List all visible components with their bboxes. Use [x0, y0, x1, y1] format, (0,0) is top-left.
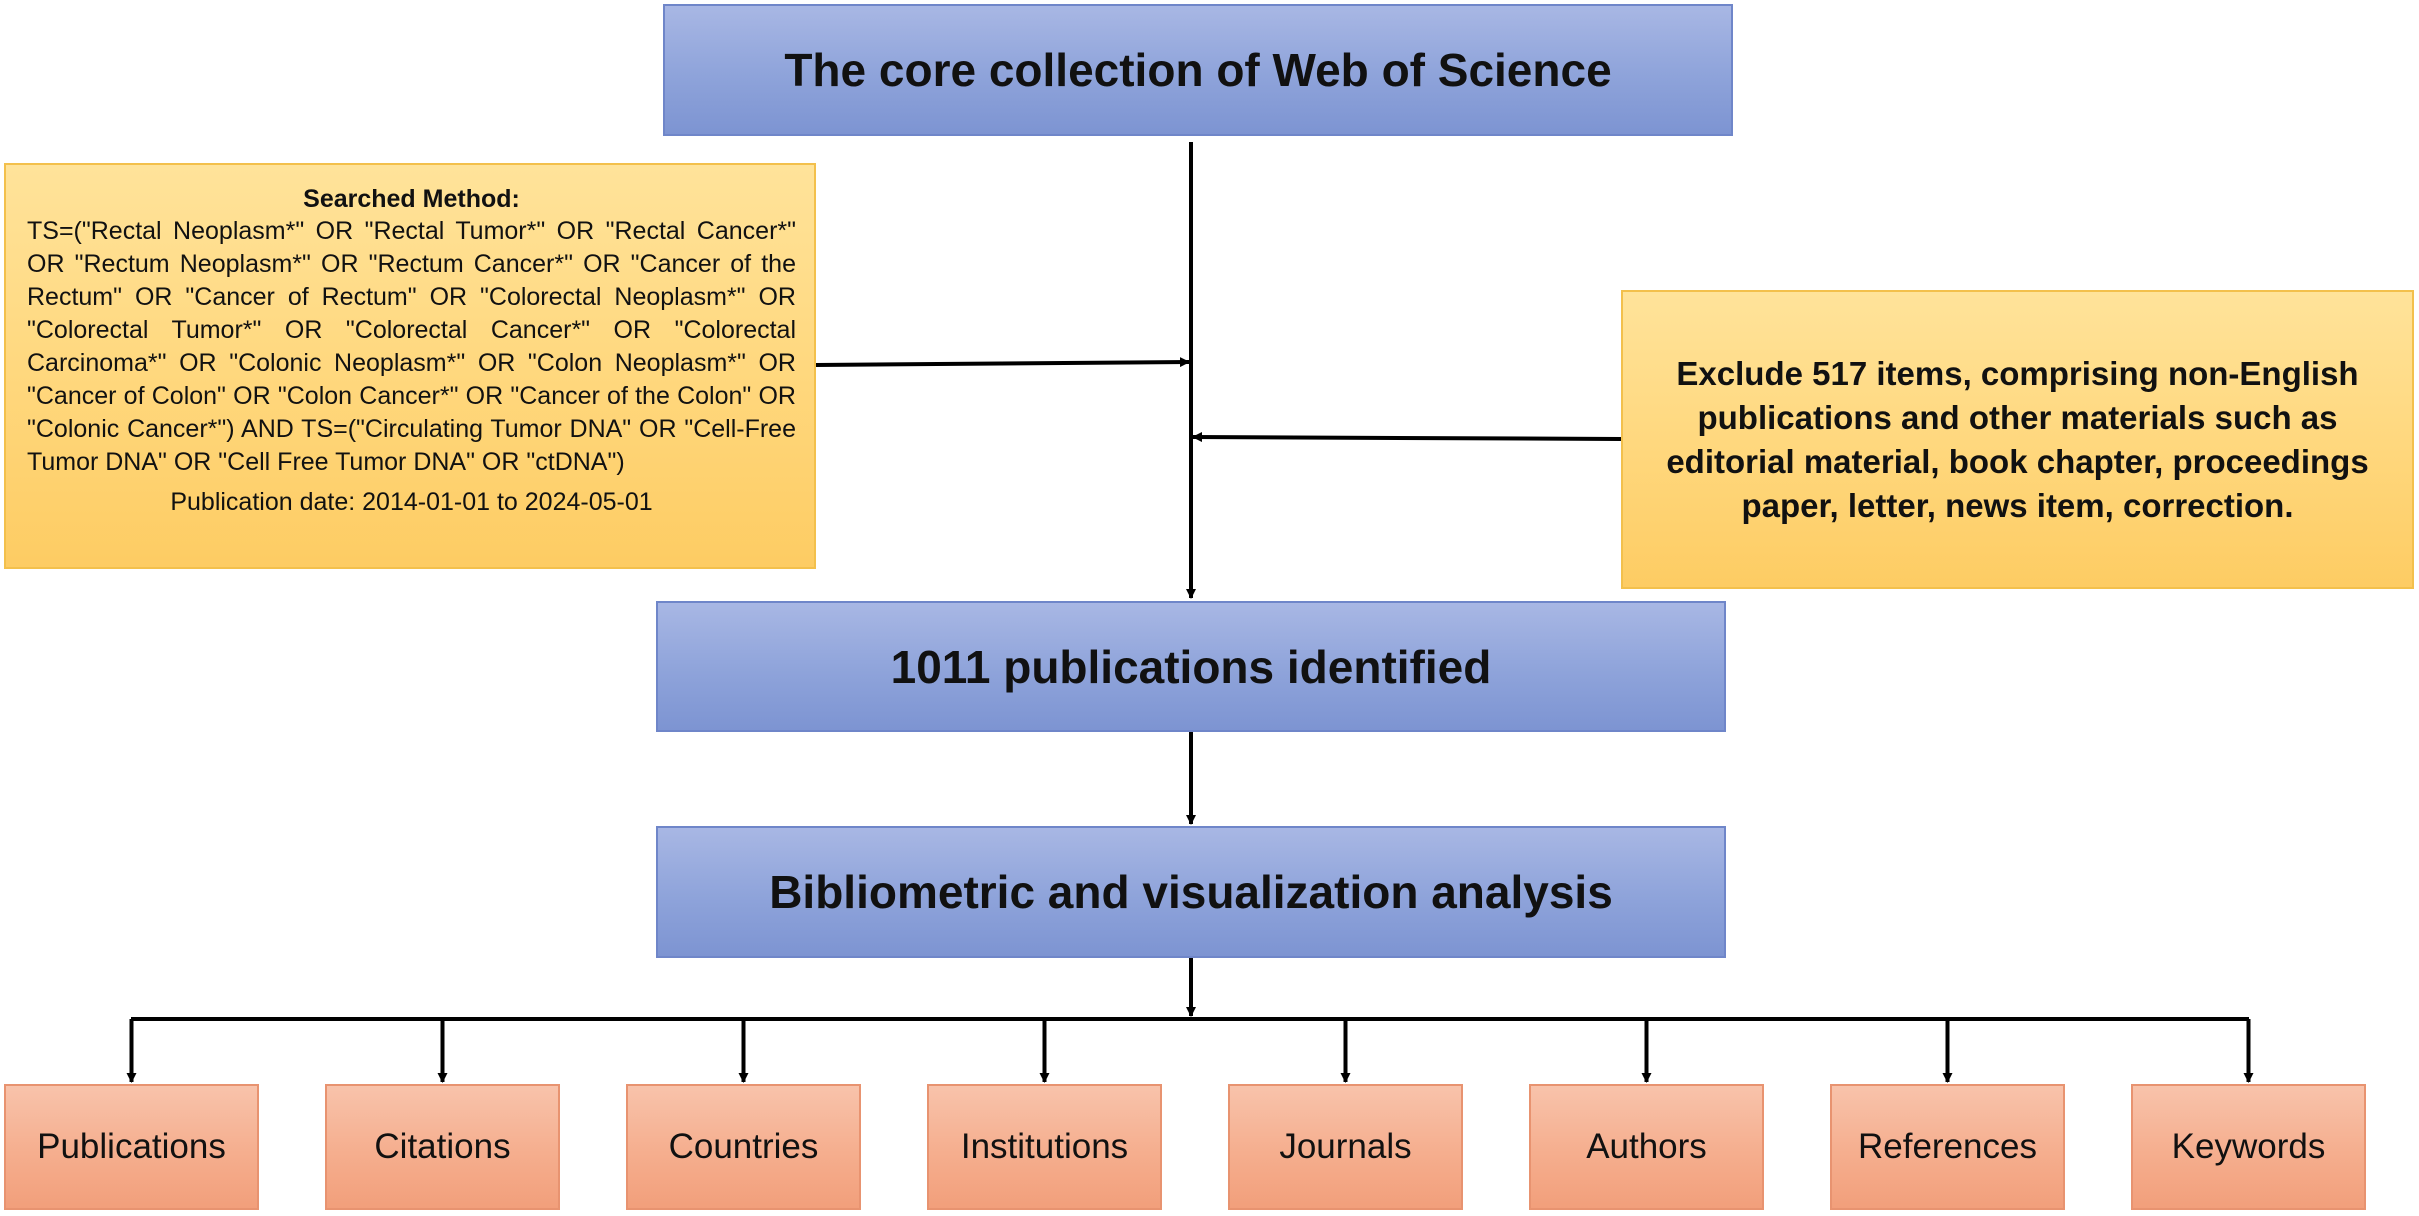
publication-date-range: Publication date: 2014-01-01 to 2024-05-…: [170, 488, 653, 516]
search-query-text: TS=("Rectal Neoplasm*" OR "Rectal Tumor*…: [27, 217, 796, 476]
category-label: References: [1858, 1127, 2037, 1166]
category-box-keywords: Keywords: [2131, 1084, 2366, 1210]
category-label: Citations: [374, 1127, 511, 1166]
category-box-authors: Authors: [1529, 1084, 1764, 1210]
arrow-search-to-main: [815, 357, 1190, 368]
identified-box: 1011 publications identified: [656, 601, 1726, 732]
category-label: Journals: [1279, 1127, 1412, 1166]
source-label: The core collection of Web of Science: [784, 44, 1612, 96]
identified-label: 1011 publications identified: [890, 640, 1492, 693]
branch-arrows: [126, 1019, 2254, 1083]
source-box: The core collection of Web of Science: [663, 4, 1733, 136]
category-label: Keywords: [2171, 1127, 2326, 1166]
category-label: Countries: [668, 1127, 819, 1166]
category-box-countries: Countries: [626, 1084, 861, 1210]
category-box-journals: Journals: [1228, 1084, 1463, 1210]
search-method-box: Searched Method: TS=("Rectal Neoplasm*" …: [4, 163, 816, 569]
analysis-label: Bibliometric and visualization analysis: [769, 866, 1613, 918]
category-box-references: References: [1830, 1084, 2065, 1210]
category-label: Publications: [37, 1127, 226, 1166]
search-method-heading: Searched Method:: [303, 185, 520, 213]
analysis-box: Bibliometric and visualization analysis: [656, 826, 1726, 958]
exclusion-text: Exclude 517 items, comprising non-Englis…: [1666, 354, 2369, 524]
category-label: Institutions: [960, 1127, 1129, 1166]
exclusion-box: Exclude 517 items, comprising non-Englis…: [1621, 290, 2414, 589]
category-box-publications: Publications: [4, 1084, 259, 1210]
category-label: Authors: [1586, 1127, 1707, 1166]
arrow-exclusion-to-main: [1192, 432, 1622, 443]
category-box-institutions: Institutions: [927, 1084, 1162, 1210]
category-box-citations: Citations: [325, 1084, 560, 1210]
